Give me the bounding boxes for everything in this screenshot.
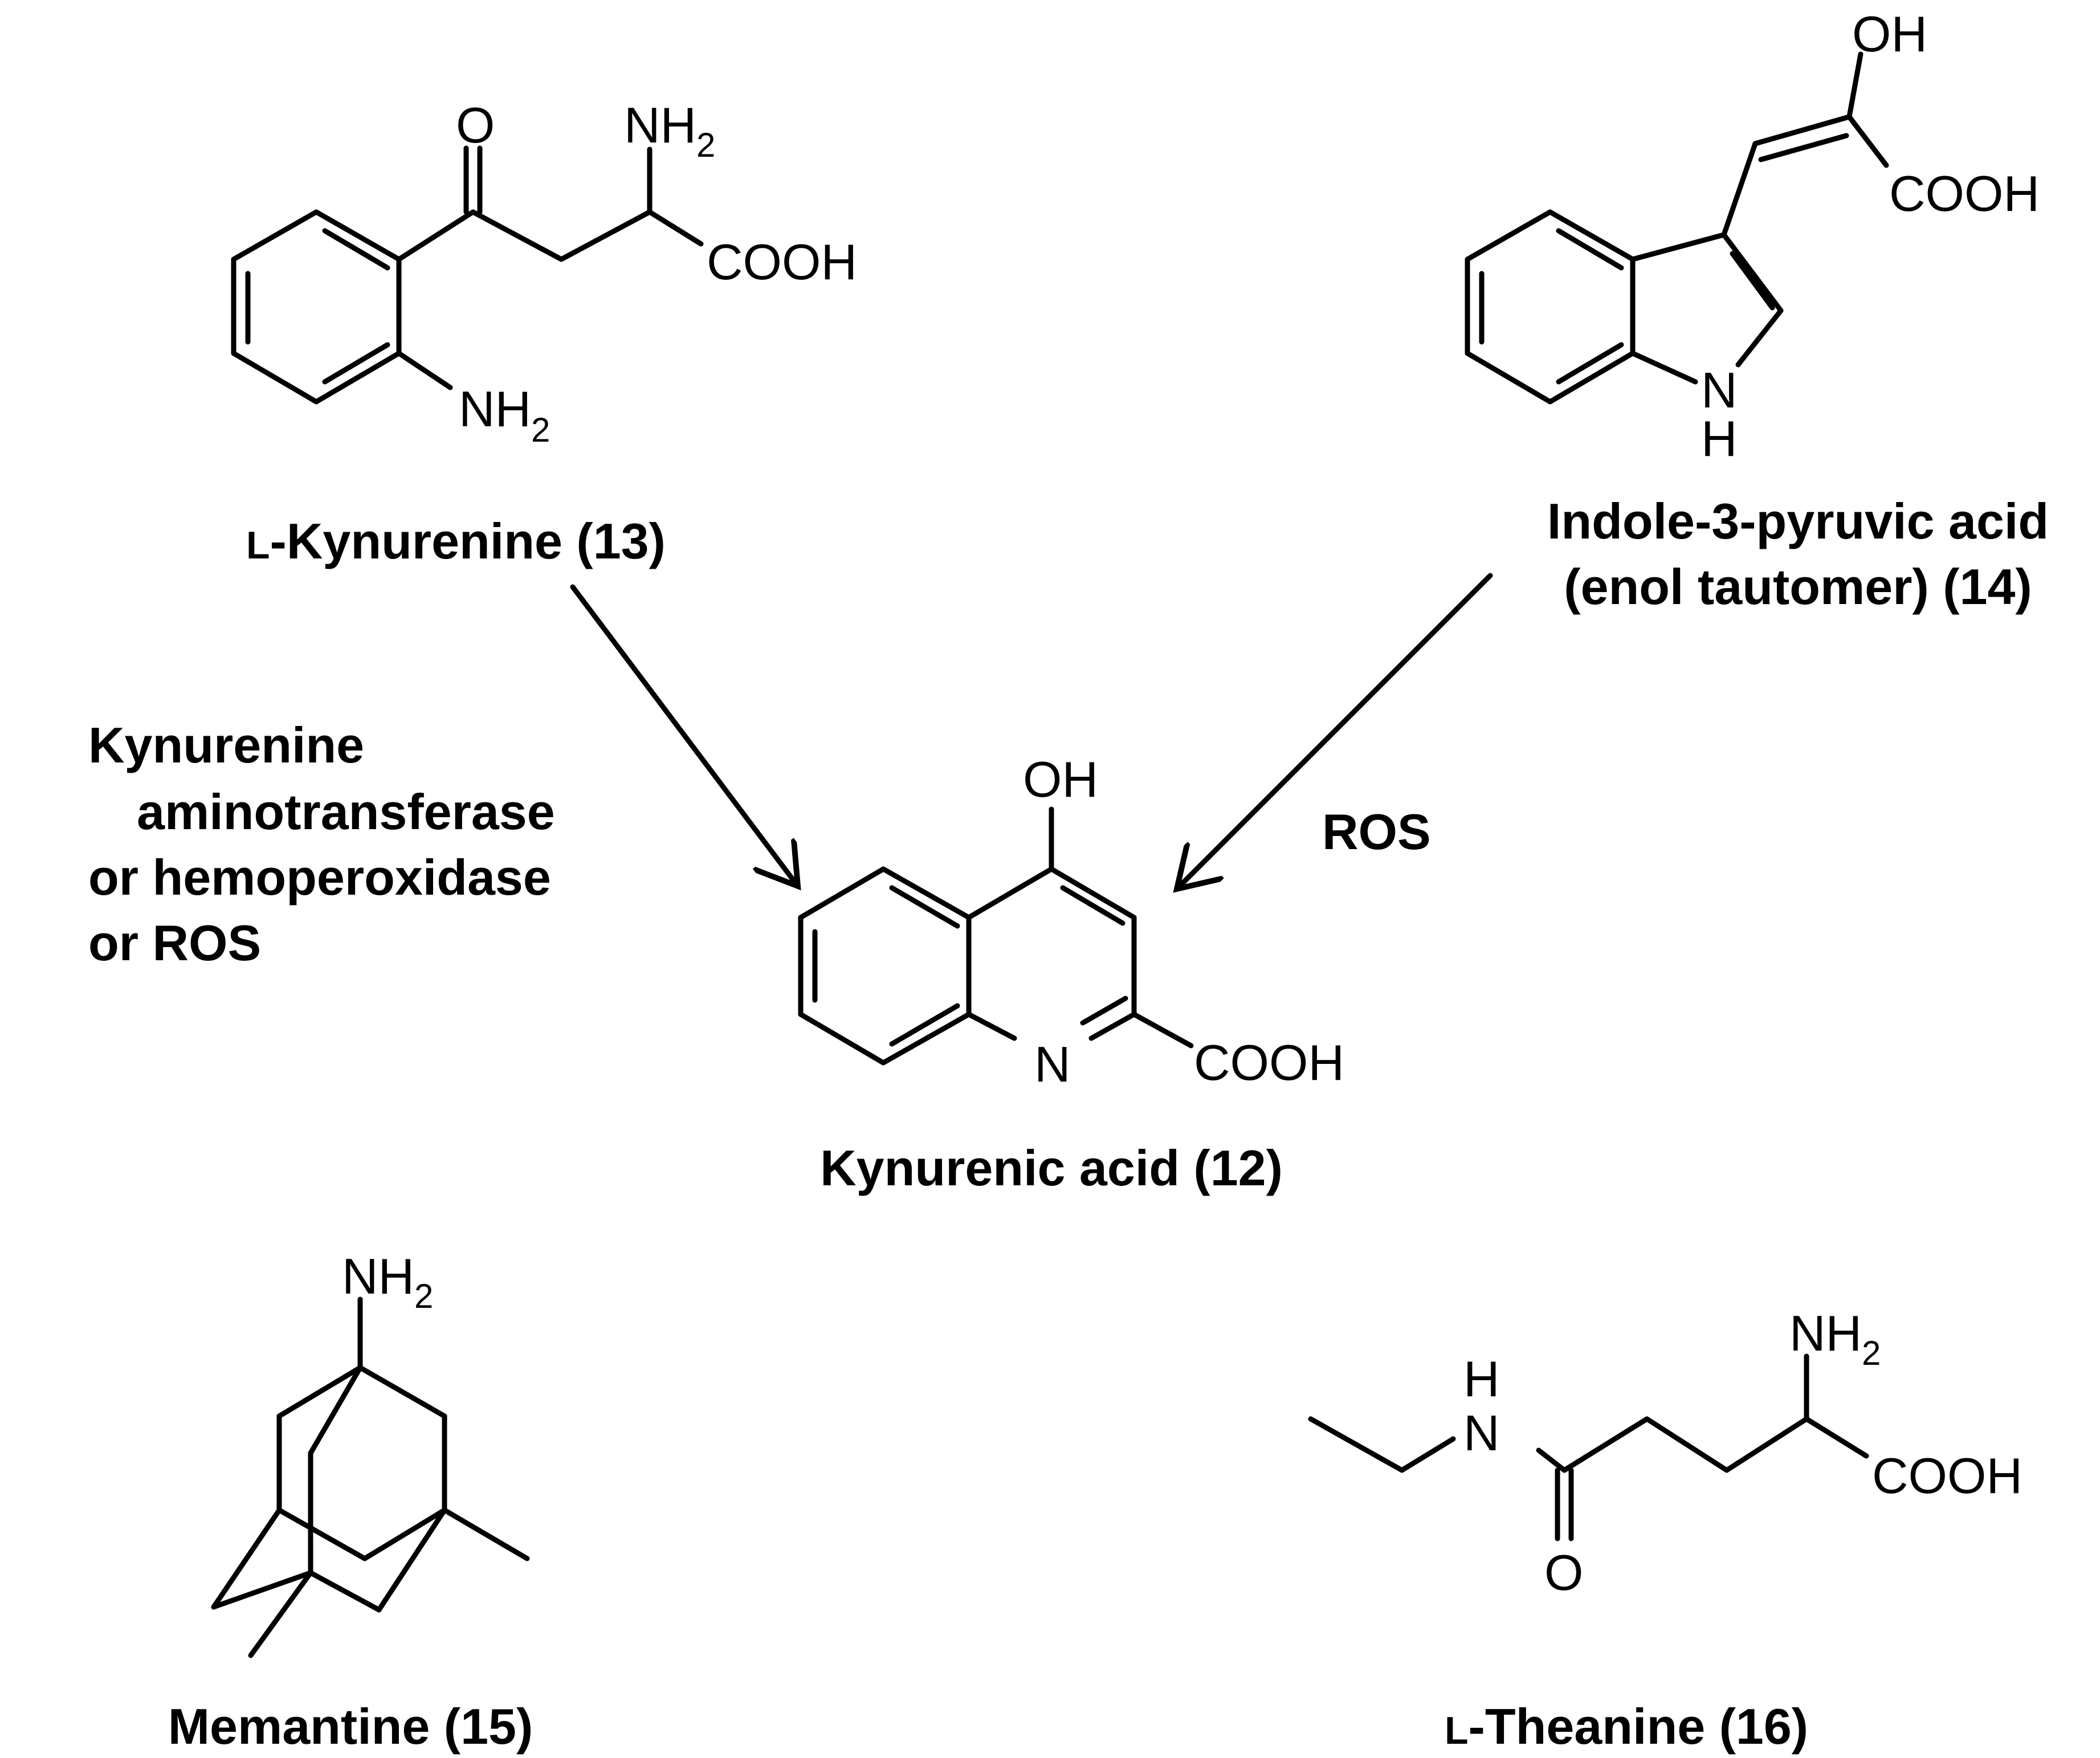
arrow-kynurenine-to-kynurenic <box>570 584 798 886</box>
kynurenic-acid-structure: OH N COOH Kynurenic acid (12) <box>798 751 1344 1196</box>
memantine-bonds <box>211 1296 530 1658</box>
indole-pyruvic-acid: COOH <box>1889 165 2040 222</box>
kynurenine-name: L-Kynurenine (13) <box>246 513 666 569</box>
kynurenine-structure: O NH 2 COOH NH 2 L-Kynurenine (13) <box>231 97 857 569</box>
theanine-acid: COOH <box>1872 1447 2022 1504</box>
arrow-indolepyruvic-to-kynurenic <box>1177 573 1493 889</box>
theanine-amide-n: N <box>1463 1405 1500 1461</box>
kynurenine-bonds <box>231 145 704 405</box>
indole-pyruvic-structure: OH COOH N H Indole-3-pyruvic acid (enol … <box>1465 6 2049 615</box>
theanine-amine-sub: 2 <box>1862 1334 1881 1372</box>
left-condition-line4: or ROS <box>88 915 261 971</box>
indole-pyruvic-hydroxyl: OH <box>1852 6 1927 62</box>
kynurenine-amine-sub: 2 <box>696 126 715 164</box>
indole-ring-n: N <box>1701 362 1738 418</box>
kynurenine-aryl-amine-sub: 2 <box>531 411 550 449</box>
indole-ring-h: H <box>1701 410 1738 467</box>
kynurenic-acid-group: COOH <box>1194 1034 1344 1091</box>
left-condition-line3: or hemoperoxidase <box>88 849 551 905</box>
kynurenic-acid-name: Kynurenic acid (12) <box>820 1140 1283 1196</box>
theanine-name: L-Theanine (16) <box>1445 1698 1808 1755</box>
kynurenine-ketone-o: O <box>456 97 495 153</box>
theanine-name-main: -Theanine (16) <box>1469 1698 1809 1755</box>
theanine-amide-o: O <box>1544 1544 1583 1601</box>
theanine-name-prefix: L <box>1445 1709 1469 1752</box>
memantine-amine: NH <box>342 1248 414 1304</box>
memantine-amine-sub: 2 <box>414 1277 433 1315</box>
kynurenic-ring-n: N <box>1034 1036 1071 1092</box>
kynurenine-name-main: -Kynurenine (13) <box>270 513 666 569</box>
right-condition-label: ROS <box>1322 803 1431 860</box>
kynurenic-hydroxyl: OH <box>1023 751 1098 807</box>
kynurenine-aryl-amine: NH <box>459 381 531 437</box>
theanine-bonds <box>1308 1353 1869 1541</box>
memantine-structure: NH 2 Memantine (15) <box>168 1248 533 1755</box>
theanine-amine: NH <box>1789 1305 1862 1361</box>
indole-pyruvic-bonds <box>1465 51 1889 405</box>
theanine-structure: H N O NH 2 COOH L-Theanine (16) <box>1308 1305 2022 1755</box>
kynurenine-acid: COOH <box>707 234 857 290</box>
memantine-name: Memantine (15) <box>168 1698 533 1755</box>
reaction-arrows <box>570 573 1493 889</box>
indole-pyruvic-name-line1: Indole-3-pyruvic acid <box>1547 493 2049 549</box>
indole-pyruvic-name-line2: (enol tautomer) (14) <box>1564 558 2032 615</box>
left-condition-line1: Kynurenine <box>88 717 364 773</box>
kynurenic-acid-bonds <box>798 806 1194 1066</box>
theanine-amide-h: H <box>1463 1351 1500 1407</box>
kynurenine-name-prefix: L <box>246 524 270 567</box>
left-condition-line2: aminotransferase <box>137 784 555 840</box>
kynurenine-amine: NH <box>624 97 696 153</box>
left-reaction-conditions: Kynurenine aminotransferase or hemoperox… <box>88 717 555 971</box>
